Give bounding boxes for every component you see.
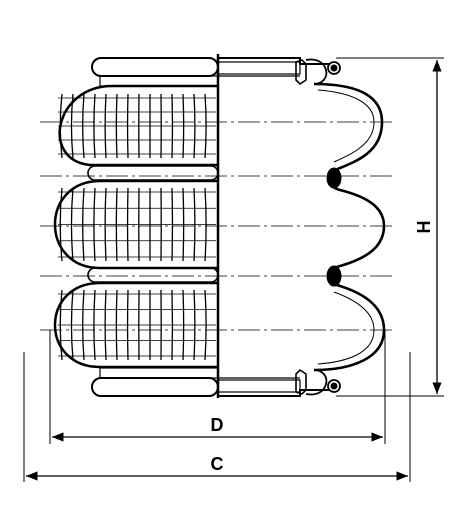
convolution-center-lines (40, 121, 396, 331)
bellows-section-view (217, 57, 386, 397)
bellows-external-view (53, 57, 218, 397)
dimension-c (23, 352, 411, 482)
dimension-h-label: H (414, 221, 434, 234)
dimension-c-label: C (211, 454, 224, 474)
dimension-d-label: D (211, 415, 224, 435)
dimension-h (336, 57, 444, 397)
dimension-d (49, 330, 386, 444)
